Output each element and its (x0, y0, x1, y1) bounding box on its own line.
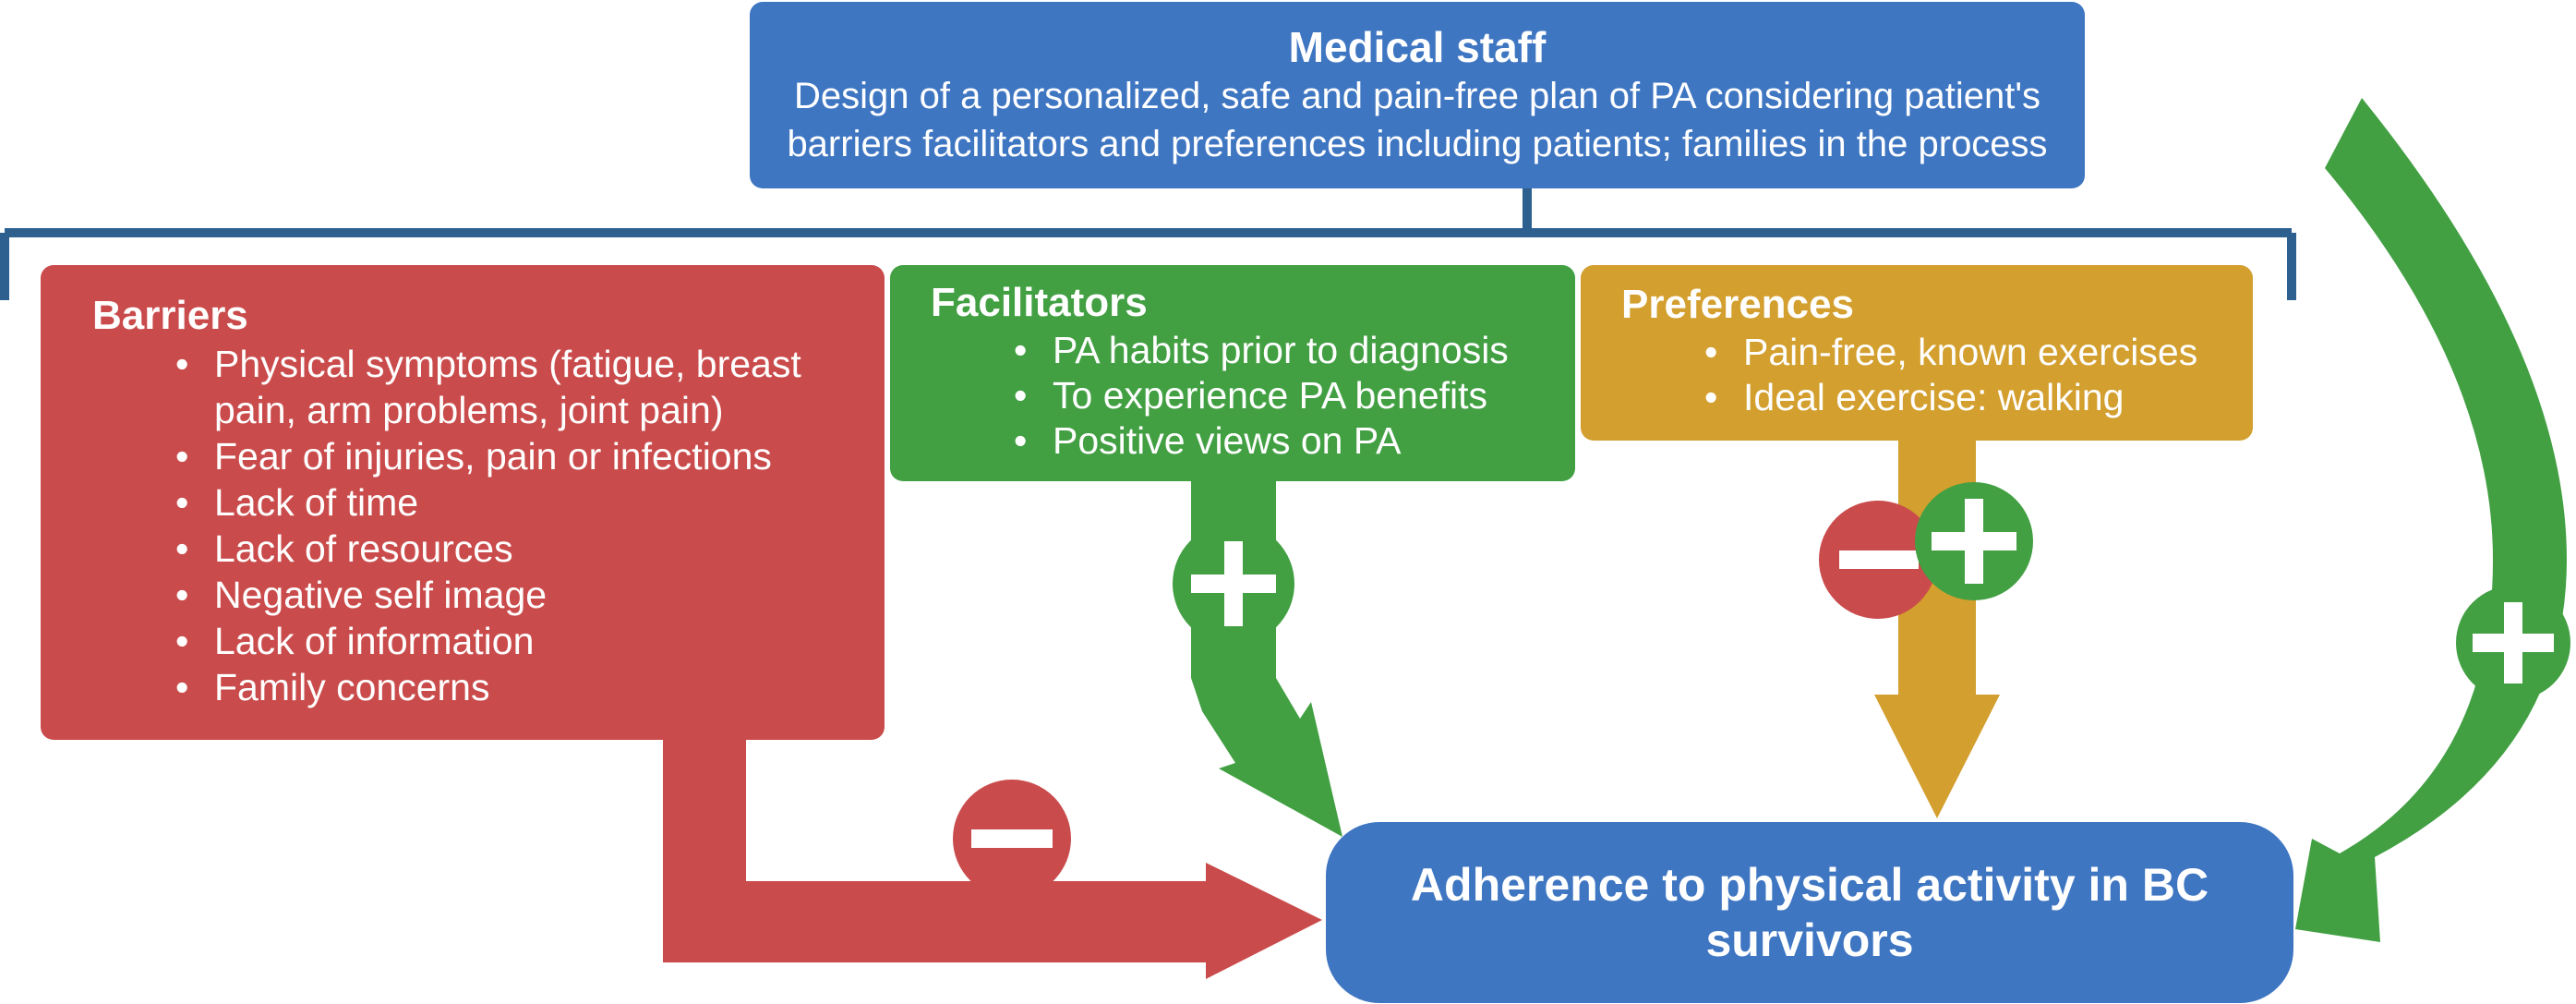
facilitators-list: PA habits prior to diagnosis To experien… (1006, 328, 1575, 464)
barriers-title: Barriers (92, 293, 248, 338)
preferences-plus-icon (1915, 482, 2033, 600)
barrier-item: Lack of information (168, 618, 885, 664)
facilitator-item: Positive views on PA (1006, 418, 1575, 464)
medical-staff-description: Design of a personalized, safe and pain-… (787, 76, 2048, 164)
barrier-item: Negative self image (168, 572, 885, 618)
preferences-title: Preferences (1621, 282, 1854, 327)
barriers-box: Barriers Physical symptoms (fatigue, bre… (41, 265, 885, 740)
barriers-arrow (663, 739, 1322, 979)
medical-staff-plus-icon (2456, 586, 2570, 700)
connector-bracket (0, 188, 2296, 300)
medical-staff-arrow (2295, 98, 2567, 942)
facilitators-box: Facilitators PA habits prior to diagnosi… (890, 265, 1575, 481)
preferences-minus-icon (1819, 501, 1937, 619)
barrier-item: Physical symptoms (fatigue, breast pain,… (168, 341, 885, 433)
facilitator-item: To experience PA benefits (1006, 373, 1575, 418)
preference-item: Ideal exercise: walking (1697, 375, 2253, 420)
adherence-title: Adherence to physical activity in BC sur… (1410, 859, 2209, 966)
facilitators-title: Facilitators (931, 280, 1148, 325)
barriers-list: Physical symptoms (fatigue, breast pain,… (168, 341, 885, 710)
barriers-minus-icon (953, 780, 1071, 898)
adherence-outcome-box: Adherence to physical activity in BC sur… (1326, 822, 2293, 1003)
facilitator-item: PA habits prior to diagnosis (1006, 328, 1575, 373)
preferences-list: Pain-free, known exercises Ideal exercis… (1697, 330, 2253, 420)
preference-item: Pain-free, known exercises (1697, 330, 2253, 375)
barrier-item: Lack of resources (168, 526, 885, 572)
barrier-item: Family concerns (168, 664, 885, 710)
facilitators-plus-icon (1173, 523, 1294, 645)
preferences-box: Preferences Pain-free, known exercises I… (1581, 265, 2253, 441)
medical-staff-box: Medical staff Design of a personalized, … (750, 2, 2085, 188)
medical-staff-title: Medical staff (1288, 23, 1547, 71)
barrier-item: Lack of time (168, 479, 885, 526)
barrier-item: Fear of injuries, pain or infections (168, 433, 885, 479)
